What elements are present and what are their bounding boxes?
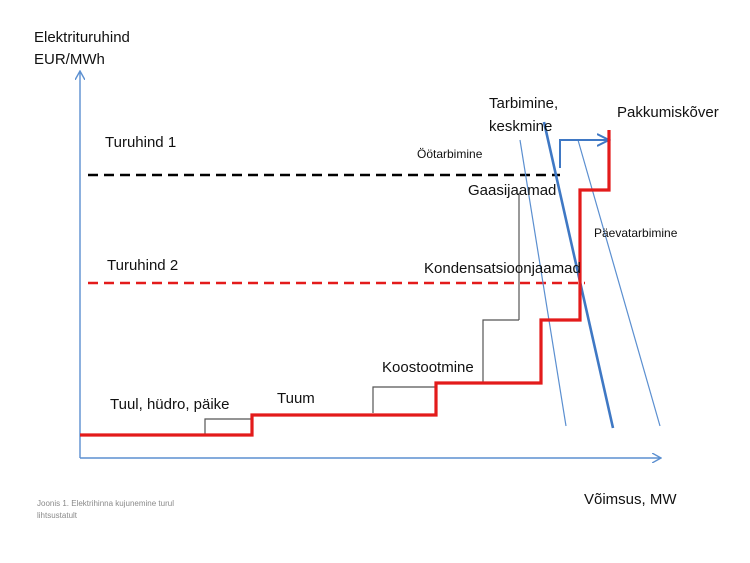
step-label-nuclear: Tuum <box>277 390 315 407</box>
night-demand-label: Öötarbimine <box>417 147 483 161</box>
day-demand-label: Päevatarbimine <box>594 226 678 240</box>
step-outline-chp <box>372 386 436 413</box>
step-label-gas: Gaasijaamad <box>468 182 556 199</box>
average-demand-label-line1: Tarbimine, <box>489 95 558 112</box>
price-2-label: Turuhind 2 <box>107 257 178 274</box>
supply-curve-label: Pakkumiskõver <box>617 104 719 121</box>
figure-caption-line2: lihtsustatult <box>37 511 78 520</box>
demand-shift-arrow <box>559 140 608 168</box>
y-axis-label-line2: EUR/MWh <box>34 51 105 68</box>
y-axis-label-line1: Elektrituruhind <box>34 29 130 46</box>
average-demand-label-line2: keskmine <box>489 118 552 135</box>
night-demand-line <box>519 139 567 427</box>
step-outline-renewables <box>204 418 252 435</box>
step-label-condensation: Kondensatsioonjaamad <box>424 260 581 277</box>
day-demand-line <box>577 139 661 427</box>
price-1-label: Turuhind 1 <box>105 134 176 151</box>
supply-curve <box>80 130 611 437</box>
x-axis-label: Võimsus, MW <box>584 491 677 508</box>
figure-caption: Joonis 1. Elektrihinna kujunemine turul … <box>37 498 267 522</box>
step-label-renewables: Tuul, hüdro, päike <box>110 396 230 413</box>
step-outline-condensation <box>482 319 519 383</box>
figure-caption-line1: Joonis 1. Elektrihinna kujunemine turul <box>37 499 174 508</box>
step-label-chp: Koostootmine <box>382 359 474 376</box>
